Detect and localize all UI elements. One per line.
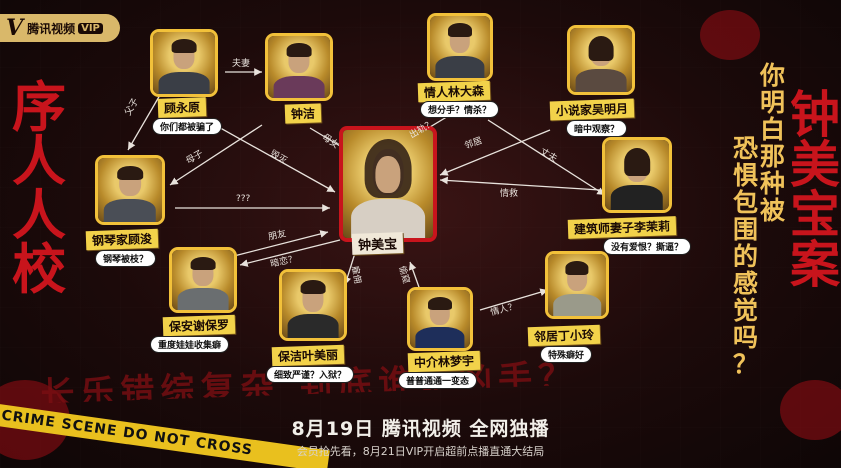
question-char: 恐 [733,134,759,163]
line-mother-son [169,124,263,186]
left-title-char: 校 [12,237,66,301]
rel-husband-wife: 夫妻 [232,59,251,69]
question-char: 感 [733,269,759,298]
line-peep [408,261,421,291]
question-char: 被 [760,196,786,225]
name-ding-xiaoling: 邻居丁小玲 [527,324,601,347]
name-zhong-jie: 钟洁 [284,103,322,124]
right-title-char: 宝 [790,185,840,244]
question-line-1: 你 明 白 那 种 被 [760,62,785,224]
left-title-char: 序 [12,75,66,139]
portrait-lin-dasen [430,16,490,78]
release-subtext: 会员抢先看，8月21日VIP开启超前点播直通大结局 [296,445,545,458]
portrait-ding-xiaoling [548,254,606,316]
portrait-xie-baoluo [172,250,234,310]
line-father-son [127,94,161,151]
tag-li-moli: 没有爱恨？撕逼？ [603,238,692,255]
name-lin-dasen: 情人林大森 [417,80,491,103]
tag-ye-meili: 细致严谨？入狱？ [266,366,355,383]
center-portrait [343,130,433,238]
tag-ding-xiaoling: 特殊癖好 [540,346,593,363]
center-name: 钟美宝 [351,232,404,255]
line-friend [229,230,329,258]
blood-splat [780,380,841,440]
name-lin-mengyu: 中介林梦宇 [407,350,481,373]
portrait-zhong-jie [268,36,330,98]
release-info: 8月19日 腾讯视频 全网独播 [291,418,550,440]
question-line-2: 恐 惧 包 围 的 感 觉 吗 ？ [733,135,758,378]
right-title-char: 钟 [790,85,840,144]
portrait-gu-yongyuan [153,32,215,94]
line-husband [487,119,606,196]
line-rescue [439,176,601,191]
left-title-char: 人 [12,129,66,193]
logo-letter: V [6,15,24,41]
portrait-wu-mingyue [570,28,632,92]
logo-text: 腾讯视频 [27,21,76,36]
left-title-char: 人 [12,183,66,247]
tag-lin-mengyu: 普普通通一变态 [398,372,478,389]
rel-rescue: 情救 [500,189,519,199]
question-char: 种 [760,169,786,198]
portrait-ye-meili [282,272,344,338]
tag-wu-mingyue: 暗中观察？ [566,120,628,137]
tencent-video-logo: V 腾讯视频 VIP [0,14,120,42]
tag-lin-dasen: 想分手？情杀？ [420,101,500,118]
question-char: 的 [733,242,759,271]
rel-unknown: ??? [236,194,251,204]
right-title: 钟 美 宝 案 [790,90,840,290]
question-char: 围 [733,215,759,244]
question-char: 惧 [733,161,759,190]
question-char: ？ [733,350,759,379]
portrait-gu-jun [98,158,162,222]
question-char: 你 [760,61,786,90]
tag-gu-jun: 钢琴被枝？ [95,250,157,267]
right-title-char: 美 [790,135,840,194]
name-ye-meili: 保洁叶美丽 [271,344,345,367]
tag-gu-yongyuan: 你们都被骗了 [152,118,223,135]
line-crush [239,239,341,267]
right-title-char: 案 [790,235,840,294]
question-char: 觉 [733,296,759,325]
question-char: 明 [760,88,786,117]
name-xie-baoluo: 保安谢保罗 [162,314,236,337]
question-char: 吗 [733,323,759,352]
question-char: 白 [760,115,786,144]
question-char: 包 [733,188,759,217]
name-gu-yongyuan: 顾永原 [157,97,207,118]
blood-splat [700,10,760,60]
line-neighbor [439,129,551,176]
line-employ [343,252,356,286]
name-wu-mingyue: 小说家吴明月 [549,98,635,121]
tag-xie-baoluo: 重度娃娃收集癖 [150,336,230,353]
portrait-lin-mengyu [410,290,470,348]
line-enemy [214,124,336,193]
portrait-li-moli [605,140,669,210]
left-title: 序 人 人 校 [12,80,66,296]
name-gu-jun: 钢琴家顾浚 [85,228,159,251]
line-lover [479,288,549,311]
logo-vip: VIP [78,22,103,34]
question-char: 那 [760,142,786,171]
name-li-moli: 建筑师妻子李茉莉 [567,216,677,239]
